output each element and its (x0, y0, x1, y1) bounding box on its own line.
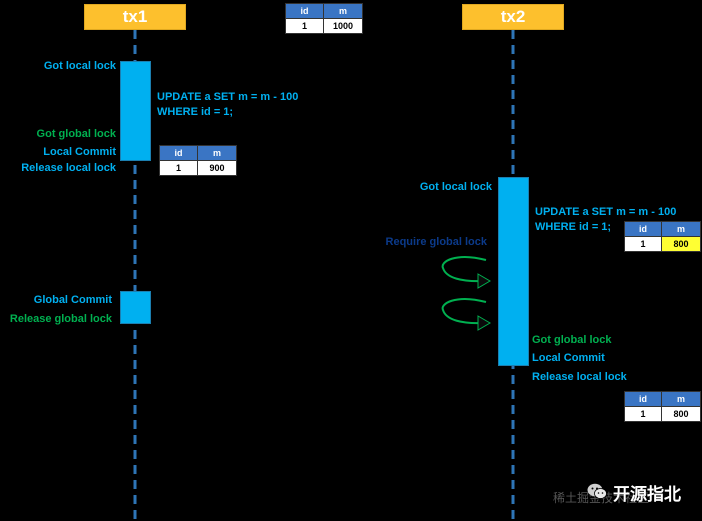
tx2-got-global-lock: Got global lock (532, 334, 612, 346)
tx1-global-commit: Global Commit (33, 294, 112, 306)
tx1-release-global-lock: Release global lock (9, 313, 112, 325)
table-header-id: id (624, 391, 662, 407)
tx1-release-local-lock: Release local lock (21, 162, 116, 174)
tx1-update-line2: WHERE id = 1; (157, 106, 234, 118)
table-cell-m-highlighted: 800 (661, 236, 701, 252)
table-cell-id: 1 (285, 18, 324, 34)
tx2-release-local-lock: Release local lock (532, 371, 627, 383)
tx1-local-bar (120, 61, 151, 161)
table-header-m: m (661, 221, 701, 237)
table-header-id: id (624, 221, 662, 237)
table-cell-m: 900 (197, 160, 237, 176)
tx2-update-line2: WHERE id = 1; (535, 221, 612, 233)
tx1-got-local-lock: Got local lock (43, 60, 116, 72)
tx2-local-commit: Local Commit (532, 352, 605, 364)
tx2-update-line1: UPDATE a SET m = m - 100 (535, 206, 677, 218)
table-cell-id: 1 (159, 160, 198, 176)
table-cell-id: 1 (624, 406, 662, 422)
table-cell-m: 800 (661, 406, 701, 422)
tx1-local-commit: Local Commit (43, 146, 116, 158)
tx2-local-bar (498, 177, 529, 366)
wechat-icon (587, 482, 607, 500)
retry-arrow-2 (441, 298, 491, 331)
watermark: 稀土掘金技术社区 开源指北 (553, 480, 698, 505)
tx1-header: tx1 (84, 4, 186, 30)
tx2-header: tx2 (462, 4, 564, 30)
tx2-require-global-lock: Require global lock (385, 236, 487, 248)
table-header-id: id (159, 145, 198, 161)
table-header-id: id (285, 3, 324, 19)
table-header-m: m (197, 145, 237, 161)
tx2-got-local-lock: Got local lock (419, 181, 492, 193)
tx1-global-bar (120, 291, 151, 324)
table-cell-m: 1000 (323, 18, 363, 34)
table-cell-id: 1 (624, 236, 662, 252)
table-header-m: m (661, 391, 701, 407)
retry-arrow-1 (441, 256, 491, 289)
tx1-update-line1: UPDATE a SET m = m - 100 (157, 91, 299, 103)
watermark-text: 开源指北 (613, 485, 681, 504)
table-header-m: m (323, 3, 363, 19)
tx1-got-global-lock: Got global lock (36, 128, 116, 140)
